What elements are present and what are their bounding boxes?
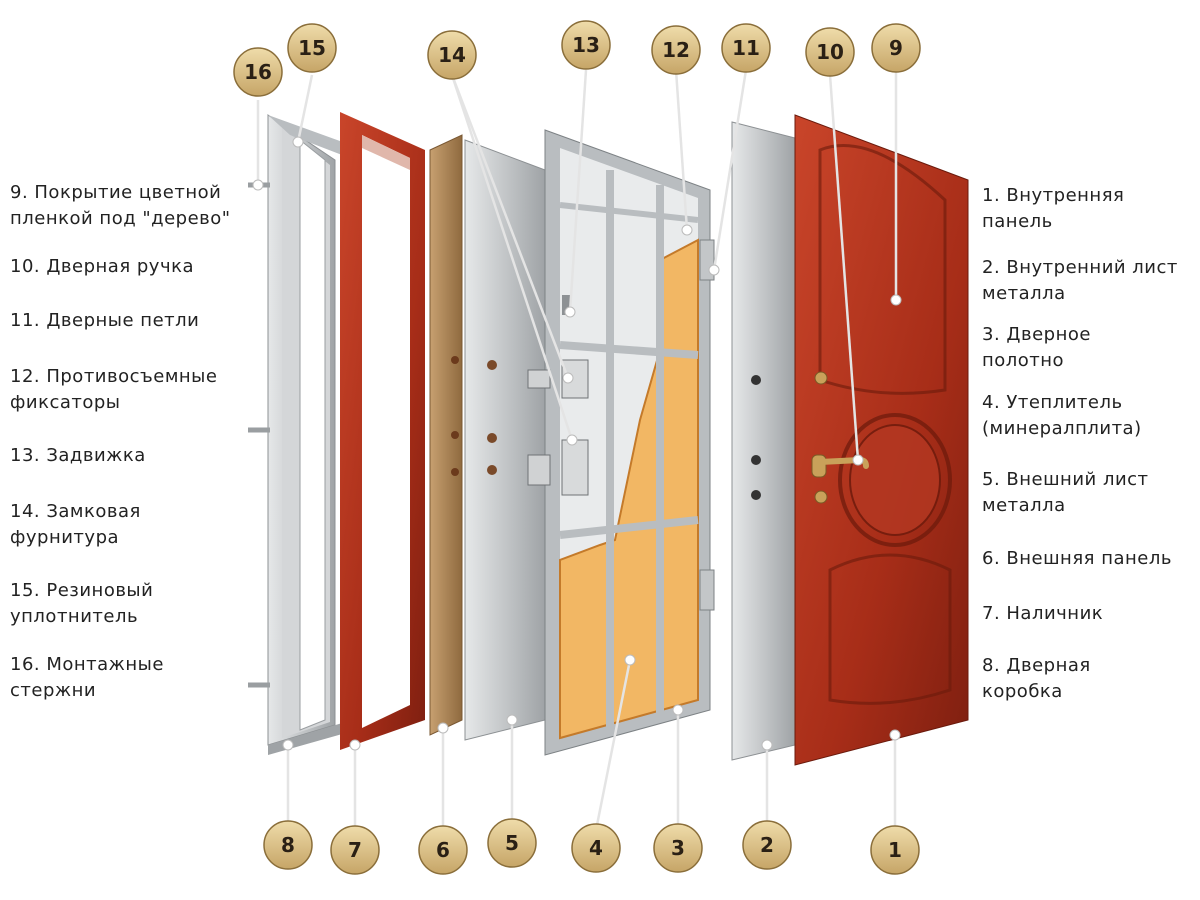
- callout-number: 12: [662, 38, 690, 62]
- callout-badge-10: 10: [805, 27, 855, 77]
- callout-circle: [805, 27, 855, 77]
- callout-circle: [651, 25, 701, 75]
- callouts-top: 16 15 14 13 12 11 10 9: [233, 20, 921, 97]
- outer-metal-sheet: [451, 139, 546, 741]
- callout-badge-14: 14: [427, 30, 477, 80]
- callout-number: 5: [505, 831, 519, 855]
- callout-badge-6: 6: [418, 825, 468, 875]
- inner-metal-sheet: [731, 121, 796, 761]
- legend-item-12: 12. Противосъемные фиксаторы: [10, 366, 218, 413]
- callout-circle: [233, 47, 283, 97]
- legend-item-16: 16. Монтажные стержни: [10, 654, 164, 701]
- callout-badge-9: 9: [871, 23, 921, 73]
- callout-circle: [427, 30, 477, 80]
- legend-item-10: 10. Дверная ручка: [10, 256, 194, 277]
- callout-badge-11: 11: [721, 23, 771, 73]
- callout-number: 8: [281, 833, 295, 857]
- callout-badge-16: 16: [233, 47, 283, 97]
- legend-item-2: 2. Внутренний лист металла: [982, 257, 1178, 304]
- callout-circle: [561, 20, 611, 70]
- callout-badge-15: 15: [287, 23, 337, 73]
- legend-item-14: 14. Замковая фурнитура: [10, 501, 141, 548]
- callout-circle: [653, 823, 703, 873]
- outer-panel: [429, 134, 463, 736]
- legend-item-11: 11. Дверные петли: [10, 310, 200, 331]
- legend-item-5: 5. Внешний лист металла: [982, 469, 1149, 516]
- callouts-bottom: 8 7 6 5 4 3 2 1: [263, 818, 920, 875]
- legend-item-3: 3. Дверное полотно: [982, 324, 1091, 371]
- callout-badge-13: 13: [561, 20, 611, 70]
- legend-item-1: 1. Внутренняя панель: [982, 185, 1125, 232]
- callout-number: 6: [436, 838, 450, 862]
- callout-number: 3: [671, 836, 685, 860]
- callout-badge-7: 7: [330, 825, 380, 875]
- callout-circle: [263, 820, 313, 870]
- legend-item-4: 4. Утеплитель (минералплита): [982, 392, 1142, 439]
- callout-number: 13: [572, 33, 600, 57]
- door-frame: [248, 114, 420, 755]
- callout-circle: [287, 23, 337, 73]
- callout-badge-3: 3: [653, 823, 703, 873]
- leader-lines: [256, 69, 898, 838]
- callout-number: 9: [889, 36, 903, 60]
- legend-item-15: 15. Резиновый уплотнитель: [10, 580, 154, 627]
- callout-circle: [742, 820, 792, 870]
- legend-item-7: 7. Наличник: [982, 603, 1104, 624]
- callout-badge-12: 12: [651, 25, 701, 75]
- callout-circle: [330, 825, 380, 875]
- callout-circle: [870, 825, 920, 875]
- callout-badge-5: 5: [487, 818, 537, 868]
- callout-number: 10: [816, 40, 844, 64]
- callout-number: 7: [348, 838, 362, 862]
- legend-item-6: 6. Внешняя панель: [982, 548, 1172, 569]
- legend-item-9: 9. Покрытие цветной пленкой под "дерево": [10, 182, 231, 229]
- callout-number: 14: [438, 43, 466, 67]
- callout-badge-2: 2: [742, 820, 792, 870]
- callout-number: 11: [732, 36, 760, 60]
- callout-number: 4: [589, 836, 603, 860]
- callout-badge-4: 4: [571, 823, 621, 873]
- callout-circle: [721, 23, 771, 73]
- callout-circle: [571, 823, 621, 873]
- callout-circle: [418, 825, 468, 875]
- door-trim: [340, 112, 425, 750]
- lock-body: [561, 439, 589, 496]
- callout-number: 2: [760, 833, 774, 857]
- door-leaf: [527, 129, 715, 756]
- callout-number: 15: [298, 36, 326, 60]
- inner-panel: [794, 114, 969, 766]
- legend-item-8: 8. Дверная коробка: [982, 655, 1091, 702]
- legend-item-13: 13. Задвижка: [10, 445, 146, 466]
- callout-circle: [487, 818, 537, 868]
- callout-circle: [871, 23, 921, 73]
- callout-number: 16: [244, 60, 272, 84]
- callout-badge-8: 8: [263, 820, 313, 870]
- leader-dots: [252, 136, 902, 751]
- callout-badge-1: 1: [870, 825, 920, 875]
- callout-number: 1: [888, 838, 902, 862]
